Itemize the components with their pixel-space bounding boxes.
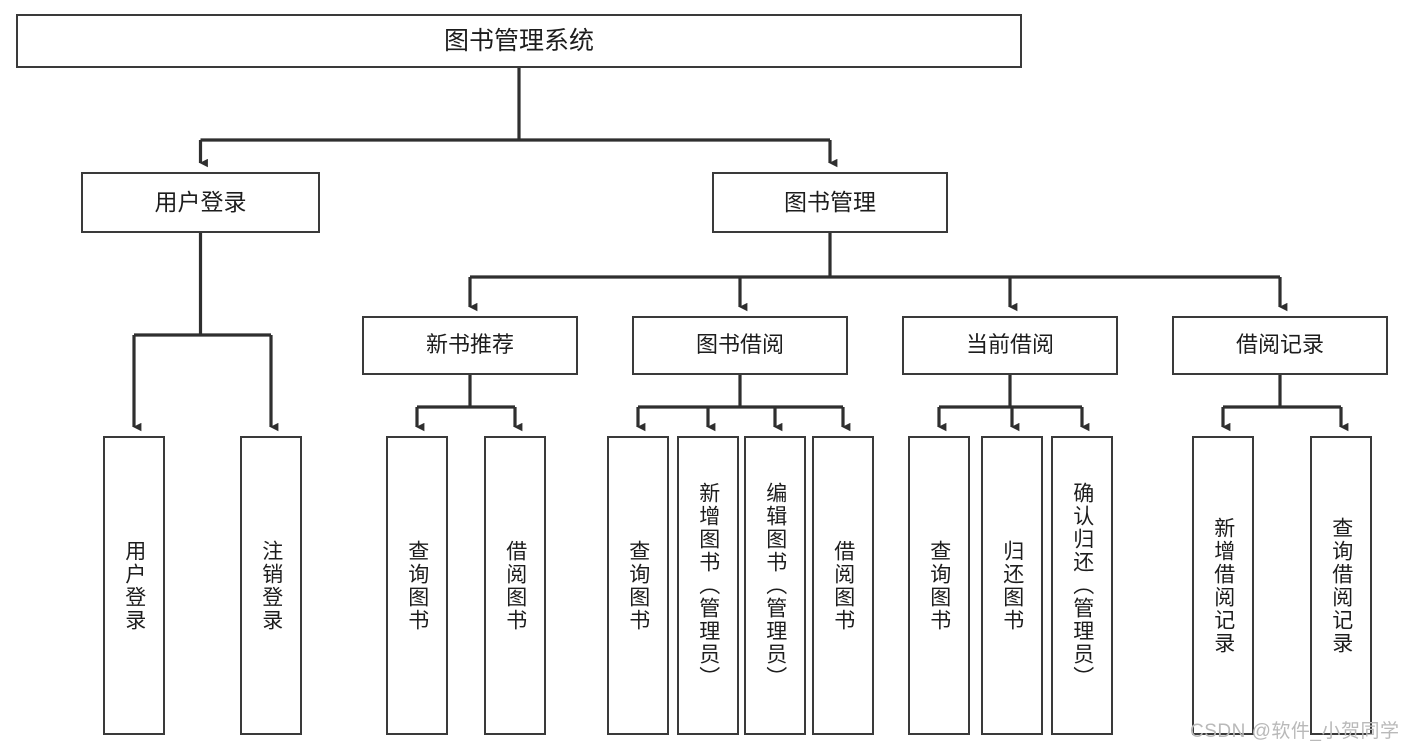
watermark-label: CSDN @软件_小贺同学 <box>1190 721 1400 742</box>
node-user-login[interactable]: 用户登录 <box>81 172 320 233</box>
node-leaf-borrow-book[interactable]: 借阅图书 <box>812 436 874 735</box>
node-label: 图书借阅 <box>695 332 784 358</box>
node-leaf-user-login[interactable]: 用户登录 <box>103 436 165 735</box>
node-label: 查询图书 <box>405 539 429 632</box>
node-label: 归还图书 <box>1000 539 1024 632</box>
node-root[interactable]: 图书管理系统 <box>16 14 1022 68</box>
node-leaf-query-record[interactable]: 查询借阅记录 <box>1310 436 1372 735</box>
node-book-manage[interactable]: 图书管理 <box>712 172 948 233</box>
node-leaf-logout-login[interactable]: 注销登录 <box>240 436 302 735</box>
node-label: 确认归还（管理员） <box>1070 482 1094 689</box>
node-label: 注销登录 <box>259 539 283 632</box>
node-label: 编辑图书（管理员） <box>763 482 787 689</box>
node-label: 当前借阅 <box>965 332 1054 358</box>
node-label: 图书管理系统 <box>443 27 594 55</box>
node-leaf-add-book[interactable]: 新增图书（管理员） <box>677 436 739 735</box>
node-label: 查询借阅记录 <box>1329 516 1353 655</box>
node-leaf-add-record[interactable]: 新增借阅记录 <box>1192 436 1254 735</box>
node-leaf-query-book-borrow[interactable]: 查询图书 <box>607 436 669 735</box>
node-leaf-confirm-return[interactable]: 确认归还（管理员） <box>1051 436 1113 735</box>
node-new-book-rec[interactable]: 新书推荐 <box>362 316 578 375</box>
node-book-borrow[interactable]: 图书借阅 <box>632 316 848 375</box>
node-label: 用户登录 <box>122 539 146 632</box>
node-label: 新增图书（管理员） <box>696 482 720 689</box>
node-label: 借阅记录 <box>1235 332 1324 358</box>
node-leaf-query-book-cur[interactable]: 查询图书 <box>908 436 970 735</box>
node-leaf-query-book-rec[interactable]: 查询图书 <box>386 436 448 735</box>
node-label: 借阅图书 <box>831 539 855 632</box>
node-label: 查询图书 <box>626 539 650 632</box>
node-label: 查询图书 <box>927 539 951 632</box>
node-label: 图书管理 <box>784 188 876 215</box>
node-borrow-record[interactable]: 借阅记录 <box>1172 316 1388 375</box>
node-label: 新书推荐 <box>425 332 514 358</box>
node-label: 借阅图书 <box>503 539 527 632</box>
node-current-borrow[interactable]: 当前借阅 <box>902 316 1118 375</box>
node-label: 新增借阅记录 <box>1211 516 1235 655</box>
node-label: 用户登录 <box>154 188 247 215</box>
node-leaf-return-book[interactable]: 归还图书 <box>981 436 1043 735</box>
node-leaf-borrow-book-rec[interactable]: 借阅图书 <box>484 436 546 735</box>
node-leaf-edit-book[interactable]: 编辑图书（管理员） <box>744 436 806 735</box>
